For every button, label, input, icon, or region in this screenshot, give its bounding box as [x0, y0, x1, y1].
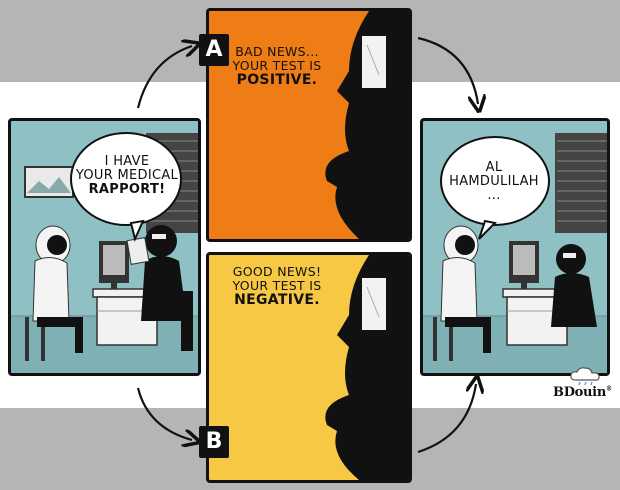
doctor-profile-silhouette: [325, 255, 409, 480]
brand-name: BDouin: [553, 385, 606, 400]
panel-b-text: GOOD NEWS! YOUR TEST IS NEGATIVE.: [227, 264, 327, 308]
bubble-line-2: YOUR MEDICAL: [75, 168, 179, 183]
bubble-line-2: HAMDULILAH: [449, 174, 539, 189]
right-comic-panel: AL HAMDULILAH ...: [420, 118, 610, 376]
panel-a-line-2: YOUR TEST IS: [232, 58, 322, 73]
choice-b-badge: B: [199, 426, 229, 458]
brand-registered-mark: ®: [605, 385, 612, 393]
panel-b-good-news: GOOD NEWS! YOUR TEST IS NEGATIVE.: [206, 252, 412, 483]
panel-b-line-2: YOUR TEST IS: [232, 278, 322, 293]
doctor-profile-silhouette: [325, 11, 409, 239]
panel-b-line-3: NEGATIVE.: [234, 292, 320, 308]
panel-a-bad-news: BAD NEWS... YOUR TEST IS POSITIVE.: [206, 8, 412, 242]
panel-a-line-3: POSITIVE.: [236, 72, 318, 88]
brand-logo: BDouin®: [553, 385, 612, 400]
choice-a-badge: A: [199, 34, 229, 66]
doctor-office-scene: [423, 133, 607, 373]
speech-bubble-text: AL HAMDULILAH ...: [441, 161, 547, 203]
doctor-office-scene: [11, 132, 198, 373]
panel-a-text: BAD NEWS... YOUR TEST IS POSITIVE.: [227, 44, 327, 88]
bubble-line-1: I HAVE: [104, 154, 150, 169]
left-comic-panel: I HAVE YOUR MEDICAL RAPPORT!: [8, 118, 201, 376]
bubble-line-3: RAPPORT!: [88, 182, 166, 197]
cloud-logo-icon: [570, 367, 600, 386]
panel-a-line-1: BAD NEWS...: [235, 44, 319, 59]
bubble-line-1: AL: [485, 160, 503, 175]
speech-bubble-text: I HAVE YOUR MEDICAL RAPPORT!: [75, 155, 179, 197]
panel-b-line-1: GOOD NEWS!: [232, 264, 322, 279]
bubble-line-3: ...: [487, 188, 501, 203]
